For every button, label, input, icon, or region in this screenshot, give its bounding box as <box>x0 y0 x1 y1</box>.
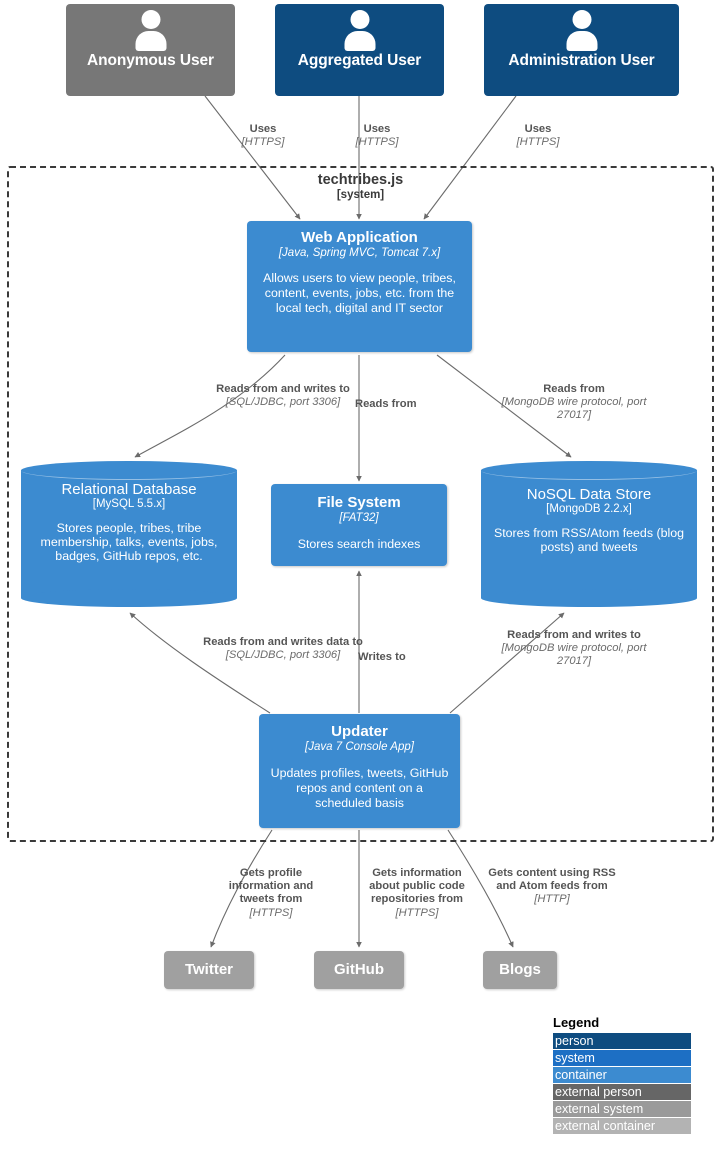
legend-item-label: person <box>555 1033 594 1048</box>
person-administration-user-label: Administration User <box>508 52 655 69</box>
boundary-name: techtribes.js <box>317 172 404 188</box>
legend-item-label: external container <box>555 1118 656 1133</box>
external-system-blogs[interactable]: Blogs <box>483 951 557 989</box>
person-icon <box>134 10 168 51</box>
person-administration-user[interactable]: Administration User <box>484 4 679 96</box>
legend-item-label: external system <box>555 1101 644 1116</box>
system-boundary <box>7 166 714 842</box>
legend-item-container: container <box>553 1066 691 1083</box>
container-relational-database-title: Relational Database <box>61 481 197 498</box>
container-file-system-tech: [FAT32] <box>339 511 379 524</box>
person-anonymous-user-label: Anonymous User <box>87 52 214 69</box>
external-system-twitter-label: Twitter <box>184 960 234 978</box>
legend-item-label: system <box>555 1050 595 1065</box>
edge-label-aggregated-user-uses: Uses [HTTPS] <box>355 123 399 149</box>
external-system-twitter[interactable]: Twitter <box>164 951 254 989</box>
boundary-type: [system] <box>336 188 385 201</box>
edge-label-anonymous-user-uses: Uses [HTTPS] <box>241 123 285 149</box>
container-relational-database[interactable]: Relational Database [MySQL 5.5.x] Stores… <box>21 461 237 607</box>
container-file-system-title: File System <box>317 494 401 511</box>
legend-item-external-container: external container <box>553 1117 691 1134</box>
person-aggregated-user-label: Aggregated User <box>297 52 422 69</box>
edge-label-updater-to-relational-database: Reads from and writes data to [SQL/JDBC,… <box>203 636 363 662</box>
person-aggregated-user[interactable]: Aggregated User <box>275 4 444 96</box>
external-system-github-label: GitHub <box>334 960 384 978</box>
legend-item-label: container <box>555 1067 607 1082</box>
container-web-application-tech: [Java, Spring MVC, Tomcat 7.x] <box>278 246 441 259</box>
container-nosql-data-store-title: NoSQL Data Store <box>526 486 652 503</box>
legend-title: Legend <box>553 1015 600 1030</box>
edge-label-updater-to-github: Gets information about public code repos… <box>369 867 465 919</box>
container-file-system[interactable]: File System [FAT32] Stores search indexe… <box>271 484 447 566</box>
edge-label-updater-to-blogs: Gets content using RSS and Atom feeds fr… <box>488 867 616 906</box>
legend-item-person: person <box>553 1032 691 1049</box>
edge-label-webapp-to-nosql: Reads from [MongoDB wire protocol, port … <box>501 383 647 422</box>
legend-item-external-person: external person <box>553 1083 691 1100</box>
container-nosql-data-store[interactable]: NoSQL Data Store [MongoDB 2.2.x] Stores … <box>481 461 697 607</box>
legend-item-system: system <box>553 1049 691 1066</box>
edge-label-webapp-to-relational-database: Reads from and writes to [SQL/JDBC, port… <box>216 383 350 409</box>
container-web-application[interactable]: Web Application [Java, Spring MVC, Tomca… <box>247 221 472 352</box>
edge-label-updater-to-file-system: Writes to <box>358 651 406 663</box>
external-system-blogs-label: Blogs <box>499 960 541 978</box>
container-file-system-desc: Stores search indexes <box>297 536 421 551</box>
edge-label-updater-to-twitter: Gets profile information and tweets from… <box>228 867 314 919</box>
edge-label-administration-user-uses: Uses [HTTPS] <box>516 123 560 149</box>
container-nosql-data-store-desc: Stores from RSS/Atom feeds (blog posts) … <box>493 526 685 554</box>
container-web-application-title: Web Application <box>301 229 418 246</box>
container-relational-database-desc: Stores people, tribes, tribe membership,… <box>40 521 218 563</box>
container-updater-desc: Updates profiles, tweets, GitHub repos a… <box>270 765 449 810</box>
legend-item-external-system: external system <box>553 1100 691 1117</box>
edge-label-webapp-to-file-system: Reads from <box>355 398 417 410</box>
container-updater-title: Updater <box>331 723 388 740</box>
container-updater-tech: [Java 7 Console App] <box>305 740 414 753</box>
container-updater[interactable]: Updater [Java 7 Console App] Updates pro… <box>259 714 460 828</box>
edge-label-updater-to-nosql: Reads from and writes to [MongoDB wire p… <box>501 629 647 668</box>
container-web-application-desc: Allows users to view people, tribes, con… <box>263 270 456 315</box>
person-anonymous-user[interactable]: Anonymous User <box>66 4 235 96</box>
person-icon <box>343 10 377 51</box>
system-boundary-label: techtribes.js [system] <box>0 172 721 202</box>
legend: Legend person system container external per… <box>553 1014 691 1135</box>
cylinder-icon <box>481 461 697 607</box>
external-system-github[interactable]: GitHub <box>314 951 404 989</box>
cylinder-icon <box>21 461 237 607</box>
person-icon <box>565 10 599 51</box>
container-relational-database-tech: [MySQL 5.5.x] <box>92 498 166 510</box>
legend-item-label: external person <box>555 1084 642 1099</box>
container-nosql-data-store-tech: [MongoDB 2.2.x] <box>546 503 632 515</box>
